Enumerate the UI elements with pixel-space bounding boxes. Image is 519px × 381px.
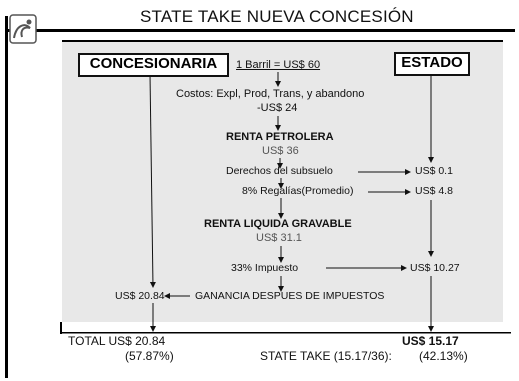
left-vertical-bar xyxy=(5,16,8,378)
total-percent: (57.87%) xyxy=(125,349,174,363)
ganancia-value: US$ 20.84 xyxy=(115,290,165,302)
box-estado: ESTADO xyxy=(394,52,470,76)
logo-icon xyxy=(9,14,37,44)
total-rule xyxy=(60,332,511,334)
impuesto-value: US$ 10.27 xyxy=(410,262,460,274)
renta-liquida-label: RENTA LIQUIDA GRAVABLE xyxy=(204,218,352,230)
estado-total-value: US$ 15.17 xyxy=(402,334,459,348)
renta-petrolera-label: RENTA PETROLERA xyxy=(226,131,334,143)
header-rule-inner xyxy=(62,40,503,42)
costos-label: Costos: Expl, Prod, Trans, y abandono xyxy=(176,88,365,100)
costos-value: -US$ 24 xyxy=(257,102,298,114)
ganancia-label: GANANCIA DESPUES DE IMPUESTOS xyxy=(195,290,385,302)
derechos-value: US$ 0.1 xyxy=(415,165,453,177)
regalias-label: 8% Regalías(Promedio) xyxy=(242,185,354,197)
box-concesionaria: CONCESIONARIA xyxy=(78,53,229,77)
derechos-label: Derechos del subsuelo xyxy=(226,165,333,177)
total-rule-tick xyxy=(60,322,62,334)
renta-liquida-value: US$ 31.1 xyxy=(256,232,302,244)
flow-panel xyxy=(62,41,503,322)
header-rule xyxy=(5,29,515,32)
state-take-label: STATE TAKE (15.17/36): xyxy=(260,349,392,363)
impuesto-label: 33% Impuesto xyxy=(231,262,299,274)
total-label: TOTAL US$ 20.84 xyxy=(68,334,166,348)
barril-price: 1 Barril = US$ 60 xyxy=(236,59,321,71)
state-take-percent: (42.13%) xyxy=(419,349,468,363)
regalias-value: US$ 4.8 xyxy=(415,185,453,197)
slide-title: STATE TAKE NUEVA CONCESIÓN xyxy=(140,7,414,26)
renta-petrolera-value: US$ 36 xyxy=(262,145,299,157)
concesionaria-down-1 xyxy=(149,73,156,288)
